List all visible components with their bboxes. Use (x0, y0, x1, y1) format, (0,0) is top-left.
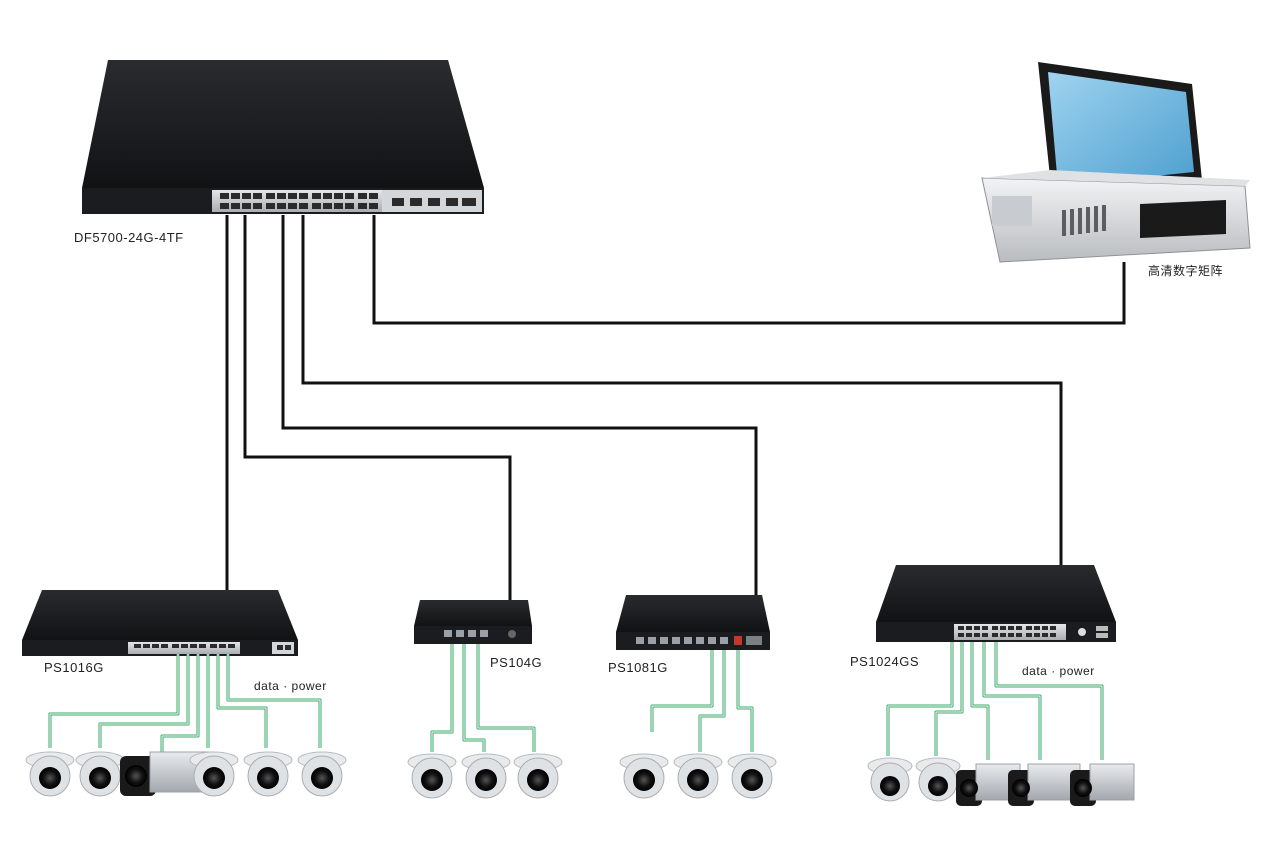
uplink-to-ps104g (243, 215, 512, 632)
ps1081g-label: PS1081G (608, 660, 668, 675)
dome-camera-icon (189, 751, 239, 797)
dome-camera-icon (513, 753, 563, 799)
box-camera-icon (1008, 763, 1081, 806)
dome-camera-icon (297, 751, 347, 797)
dome-camera-icon (75, 751, 125, 797)
ps1024gs-label: PS1024GS (850, 654, 920, 669)
dome-camera-icon (407, 753, 457, 799)
monitor-icon (981, 62, 1251, 263)
dome-camera-icon (673, 753, 723, 799)
uplink-cables (225, 215, 1126, 650)
switch-icon (22, 565, 1116, 656)
dome-camera-icon (461, 753, 511, 799)
box-camera-icon (1070, 763, 1135, 806)
dome-camera-icon (867, 757, 913, 802)
ps1016g-label: PS1016G (44, 660, 104, 675)
ps104g-label: PS104G (490, 655, 543, 670)
uplink-to-matrix (372, 215, 1126, 325)
uplink-to-ps1081g (281, 215, 758, 640)
core-switch (82, 60, 484, 214)
ps1016g-link-label: data · power (254, 679, 327, 693)
dome-camera-icon (619, 753, 669, 799)
poe-links (48, 642, 1104, 760)
dome-camera-icon (915, 757, 961, 802)
uplink-to-ps1024gs (301, 215, 1063, 628)
camera-row (25, 751, 1135, 806)
dome-camera-icon (25, 751, 75, 797)
dome-camera-icon (727, 753, 777, 799)
ps1024gs-link-label: data · power (1022, 664, 1095, 678)
matrix-label: 高清数字矩阵 (1148, 264, 1224, 278)
core-switch-label: DF5700-24G-4TF (74, 230, 184, 245)
dome-camera-icon (243, 751, 293, 797)
